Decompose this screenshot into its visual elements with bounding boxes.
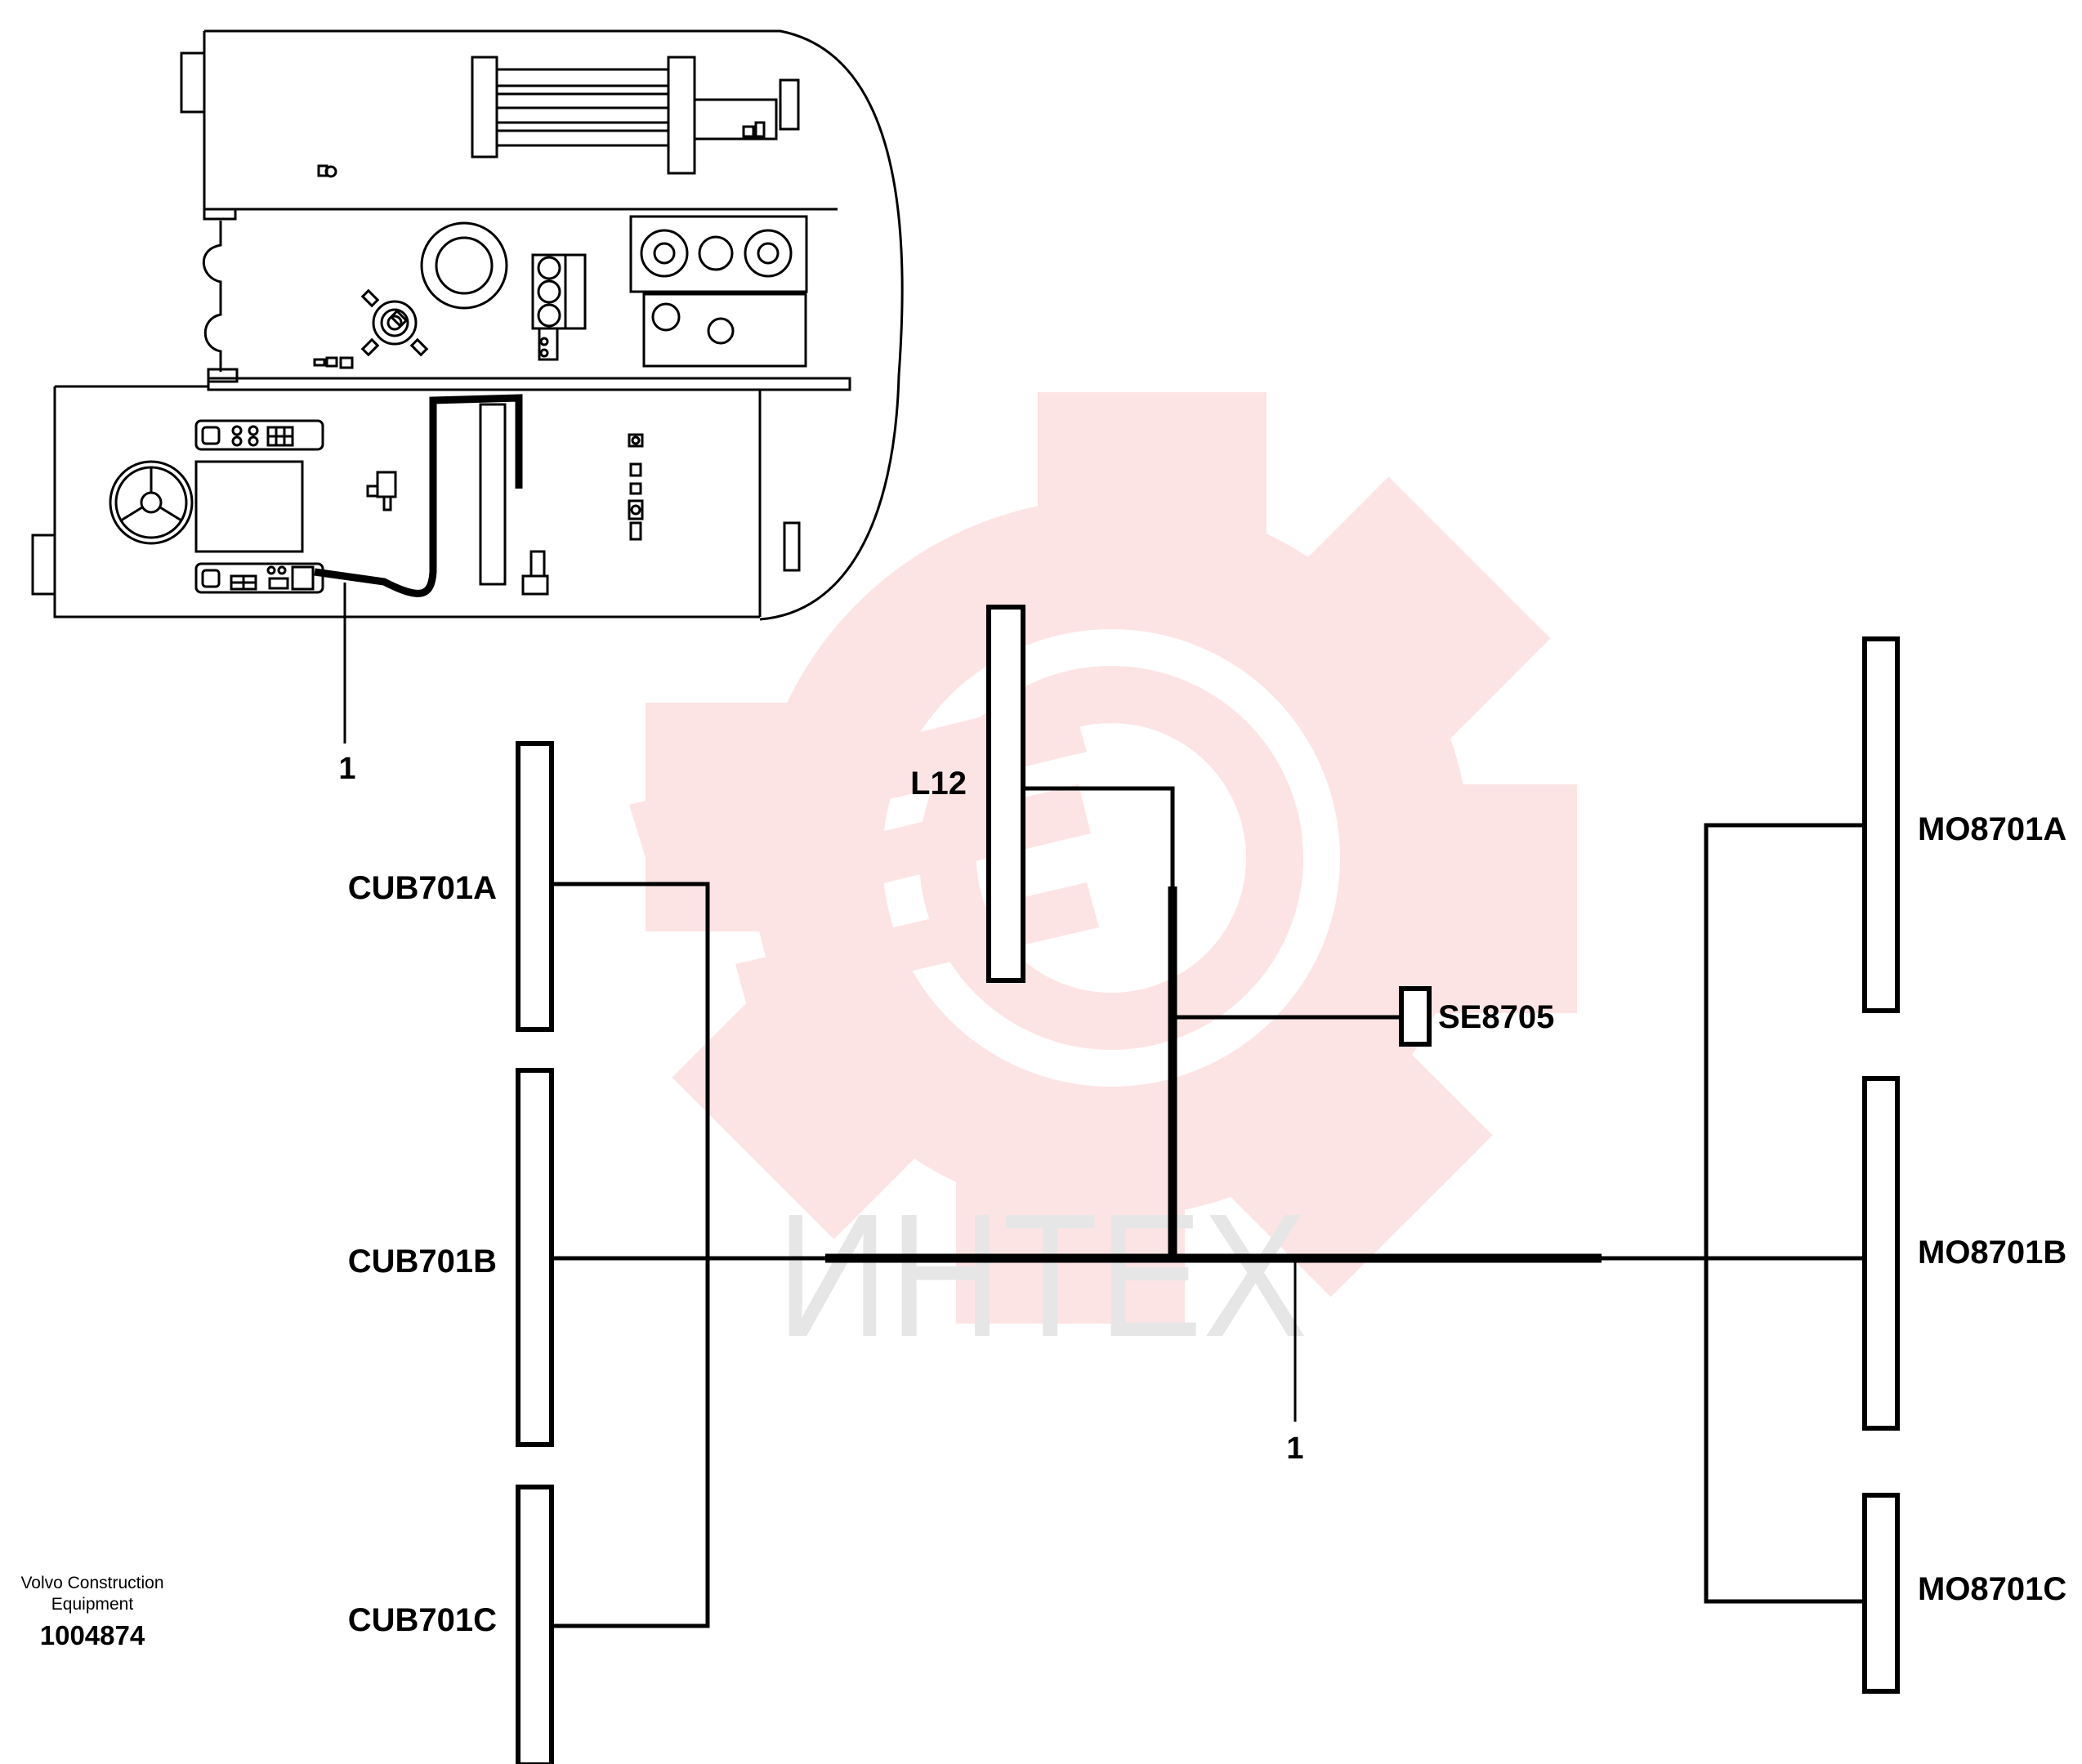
connector-mo8701c [1862,1493,1900,1694]
connector-cub701b [516,1068,554,1447]
company-line-2: Equipment [51,1595,134,1614]
connector-l12 [986,605,1025,983]
connector-mo8701b [1862,1076,1900,1431]
company-line-1: Volvo Construction [20,1574,163,1592]
label-mo8701b: MO8701B [1918,1235,2066,1271]
callout-top: 1 [338,752,355,786]
main-harness [825,886,1602,1263]
label-cub701c: CUB701C [348,1602,497,1638]
label-cub701b: CUB701B [348,1244,497,1279]
label-mo8701a: MO8701A [1918,811,2066,847]
wiring [552,786,1865,1628]
label-l12: L12 [910,766,967,802]
harness-top-view [314,394,523,597]
connector-cub701c [516,1485,554,1764]
connector-cub701a [516,741,554,1032]
connector-mo8701a [1862,636,1900,1013]
connector-se8705 [1399,986,1432,1047]
connector-blocks [516,605,1900,1764]
callout-bottom: 1 [1286,1431,1303,1466]
doc-number: 1004874 [40,1620,145,1650]
label-mo8701c: MO8701C [1918,1571,2066,1607]
watermark-text: ИНТЕХ [776,1177,1307,1373]
label-cub701a: CUB701A [348,870,497,906]
watermark-gear [629,392,1577,1324]
label-se8705: SE8705 [1438,999,1554,1035]
machine-top-view [31,29,904,621]
